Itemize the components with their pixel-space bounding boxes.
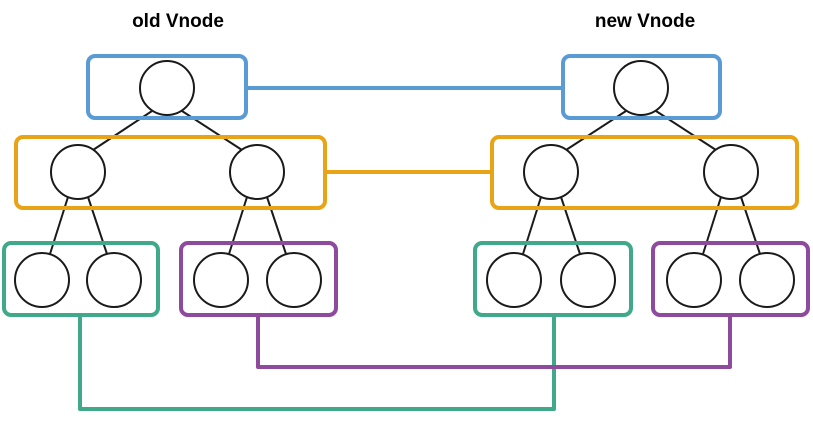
new-level2-box[interactable] xyxy=(490,135,799,210)
new-root-box[interactable] xyxy=(561,54,722,120)
old-vnode-tree-leaf-node-2[interactable] xyxy=(86,252,142,308)
new-vnode-tree-level2-node-2[interactable] xyxy=(703,144,759,200)
new-vnode-tree-leaf-node-1[interactable] xyxy=(486,252,542,308)
old-vnode-tree-level2-node-1[interactable] xyxy=(50,144,106,200)
new-vnode-tree-leaf-node-3[interactable] xyxy=(666,252,722,308)
new-leaf-box-right[interactable] xyxy=(651,241,810,317)
new-vnode-tree-leaf-node-4[interactable] xyxy=(739,252,795,308)
old-vnode-tree-leaf-node-4[interactable] xyxy=(266,252,322,308)
old-level2-box[interactable] xyxy=(14,135,327,210)
title-new-vnode: new Vnode xyxy=(595,11,695,32)
new-vnode-tree-root-node[interactable] xyxy=(613,60,669,116)
new-vnode-tree-leaf-node-2[interactable] xyxy=(560,252,616,308)
old-leaf-box-left[interactable] xyxy=(2,241,160,317)
old-root-box[interactable] xyxy=(86,54,248,120)
old-vnode-tree-level2-node-2[interactable] xyxy=(229,144,285,200)
old-leaf-box-right[interactable] xyxy=(179,241,338,317)
new-vnode-tree-level2-node-1[interactable] xyxy=(523,144,579,200)
old-vnode-tree-leaf-node-1[interactable] xyxy=(14,252,70,308)
link-leaf-purple xyxy=(256,315,732,369)
group-box-layer xyxy=(2,54,810,317)
new-leaf-box-left[interactable] xyxy=(473,241,633,317)
link-leaf-green xyxy=(78,315,556,411)
link-layer xyxy=(78,86,732,411)
old-vnode-tree-root-node[interactable] xyxy=(139,60,195,116)
title-old-vnode: old Vnode xyxy=(132,11,224,32)
old-vnode-tree-leaf-node-3[interactable] xyxy=(193,252,249,308)
tree-node-layer xyxy=(14,60,795,308)
